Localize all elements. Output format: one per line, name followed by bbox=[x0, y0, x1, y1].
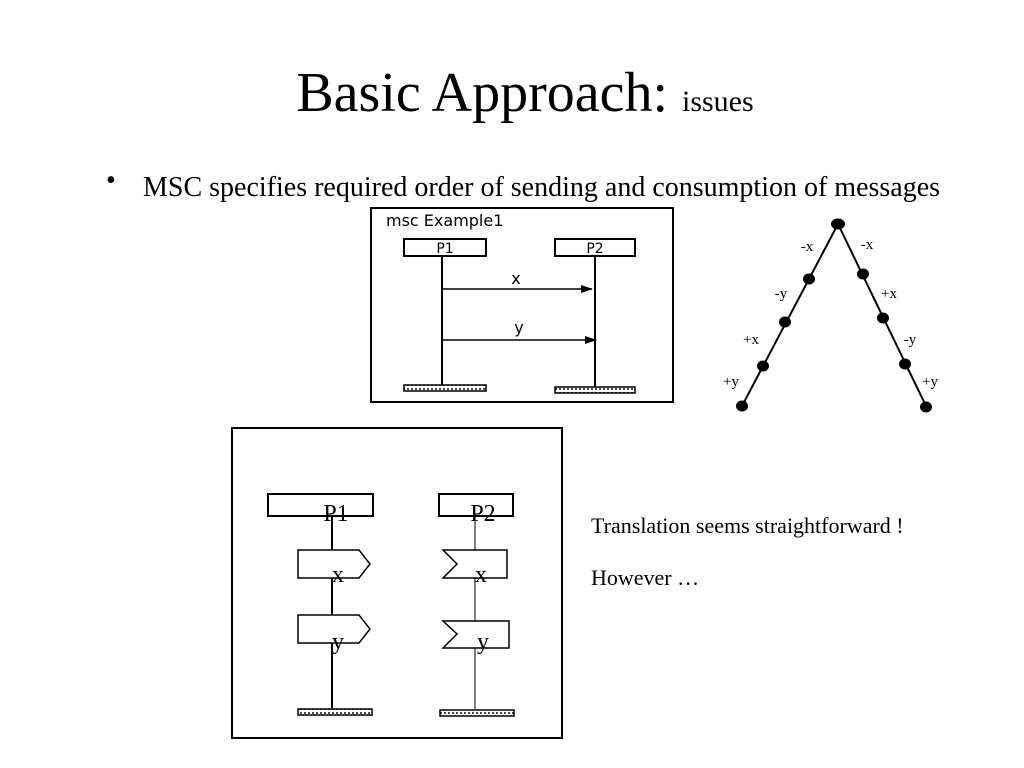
sdl-p1-output-y bbox=[297, 614, 371, 644]
sdl-p2-start bbox=[438, 493, 514, 517]
tree-left-branch bbox=[741, 223, 839, 407]
tree-node bbox=[857, 268, 869, 280]
msc-p1-end bbox=[403, 384, 487, 392]
sdl-p1-start bbox=[267, 493, 374, 517]
tree-right-label-4: +y bbox=[922, 374, 938, 390]
sdl-p1-output-y-label: y bbox=[332, 629, 344, 655]
sdl-p2-input-y-label: y bbox=[477, 629, 489, 655]
order-tree: -x -y +x +y -x +x -y +y bbox=[723, 218, 938, 413]
note-however: However … bbox=[591, 565, 700, 590]
tree-node bbox=[899, 358, 911, 370]
sdl-p2-input-y bbox=[441, 620, 510, 649]
tree-root-node bbox=[831, 218, 845, 230]
tree-node bbox=[779, 316, 791, 328]
tree-node bbox=[757, 360, 769, 372]
sdl-p1-output-x-label: x bbox=[332, 562, 344, 588]
msc-instance-p2-label: P2 bbox=[586, 241, 603, 257]
msc-diagram: msc Example1 P1 P2 x y bbox=[370, 207, 674, 403]
tree-right-label-1: -x bbox=[861, 237, 874, 253]
tree-left-label-4: +y bbox=[723, 374, 739, 390]
tree-node bbox=[803, 273, 815, 285]
tree-left-label-2: -y bbox=[775, 286, 788, 302]
slide-title: Basic Approach: issues bbox=[0, 58, 1024, 137]
note-translation: Translation seems straightforward ! bbox=[591, 513, 904, 538]
tree-left-label-1: -x bbox=[801, 239, 814, 255]
tree-right-label-2: +x bbox=[881, 286, 897, 302]
sdl-diagram: P1 x y P2 x y bbox=[231, 427, 563, 739]
msc-instance-p1-label: P1 bbox=[436, 241, 453, 257]
tree-node bbox=[877, 312, 889, 324]
sdl-p2-stop bbox=[439, 709, 515, 717]
msc-message-x-label: x bbox=[511, 269, 520, 288]
title-main: Basic Approach: bbox=[296, 62, 668, 124]
tree-right-label-3: -y bbox=[904, 332, 917, 348]
bullet-text: MSC specifies required order of sending … bbox=[143, 172, 941, 203]
sdl-p1-label: P1 bbox=[323, 501, 348, 527]
sdl-p1-output-x bbox=[297, 549, 371, 579]
tree-node bbox=[736, 400, 748, 412]
sdl-p2-input-x-label: x bbox=[475, 562, 487, 588]
sdl-frame bbox=[231, 427, 563, 739]
msc-title: msc Example1 bbox=[386, 211, 503, 230]
tree-node bbox=[920, 401, 932, 413]
sdl-p1-stop bbox=[297, 708, 373, 716]
sdl-p2-input-x bbox=[441, 549, 508, 579]
msc-p2-end bbox=[554, 386, 636, 394]
sdl-p2-label: P2 bbox=[470, 501, 495, 527]
title-sub: issues bbox=[682, 85, 754, 118]
msc-instance-p1-head bbox=[403, 238, 487, 257]
msc-frame bbox=[370, 207, 674, 403]
msc-message-y-label: y bbox=[514, 318, 523, 337]
tree-left-label-3: +x bbox=[743, 332, 759, 348]
bullet-marker: • bbox=[106, 165, 116, 196]
